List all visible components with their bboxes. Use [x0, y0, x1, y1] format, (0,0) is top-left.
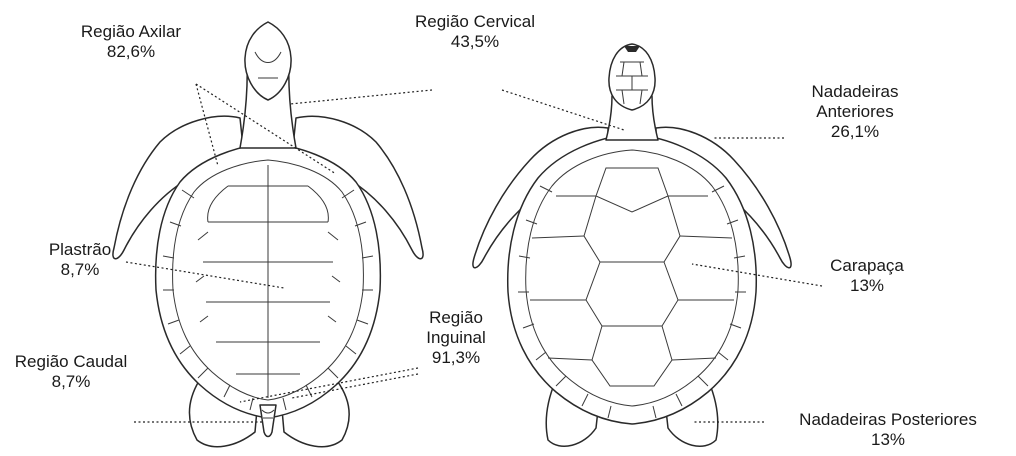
label-nadadeiras-posteriores-value: 13% — [768, 430, 1008, 450]
label-nadadeiras-posteriores: Nadadeiras Posteriores 13% — [768, 410, 1008, 450]
label-regiao-caudal: Região Caudal 8,7% — [6, 352, 136, 392]
leader-cervical-dorsal — [502, 90, 624, 130]
label-regiao-cervical-name: Região Cervical — [390, 12, 560, 32]
label-regiao-inguinal-line1: Região — [406, 308, 506, 328]
label-nadadeiras-anteriores-value: 26,1% — [790, 122, 920, 142]
label-nadadeiras-anteriores-line2: Anteriores — [790, 102, 920, 122]
label-regiao-inguinal-value: 91,3% — [406, 348, 506, 368]
label-plastrao-value: 8,7% — [30, 260, 130, 280]
label-nadadeiras-anteriores-line1: Nadadeiras — [790, 82, 920, 102]
dorsal-turtle-drawing — [473, 44, 791, 446]
dorsal-shell-outline — [508, 134, 757, 424]
label-nadadeiras-anteriores: Nadadeiras Anteriores 26,1% — [790, 82, 920, 142]
label-regiao-inguinal: Região Inguinal 91,3% — [406, 308, 506, 368]
label-regiao-cervical-value: 43,5% — [390, 32, 560, 52]
label-regiao-caudal-value: 8,7% — [6, 372, 136, 392]
label-regiao-cervical: Região Cervical 43,5% — [390, 12, 560, 52]
label-nadadeiras-posteriores-name: Nadadeiras Posteriores — [768, 410, 1008, 430]
label-regiao-caudal-name: Região Caudal — [6, 352, 136, 372]
label-regiao-axilar-name: Região Axilar — [66, 22, 196, 42]
label-plastrao: Plastrão 8,7% — [30, 240, 130, 280]
label-carapaca: Carapaça 13% — [812, 256, 922, 296]
label-carapaca-value: 13% — [812, 276, 922, 296]
ventral-turtle-drawing — [113, 22, 423, 447]
label-carapaca-name: Carapaça — [812, 256, 922, 276]
label-regiao-inguinal-line2: Inguinal — [406, 328, 506, 348]
label-regiao-axilar: Região Axilar 82,6% — [66, 22, 196, 62]
label-plastrao-name: Plastrão — [30, 240, 130, 260]
label-regiao-axilar-value: 82,6% — [66, 42, 196, 62]
leader-cervical-ventral — [290, 90, 432, 104]
